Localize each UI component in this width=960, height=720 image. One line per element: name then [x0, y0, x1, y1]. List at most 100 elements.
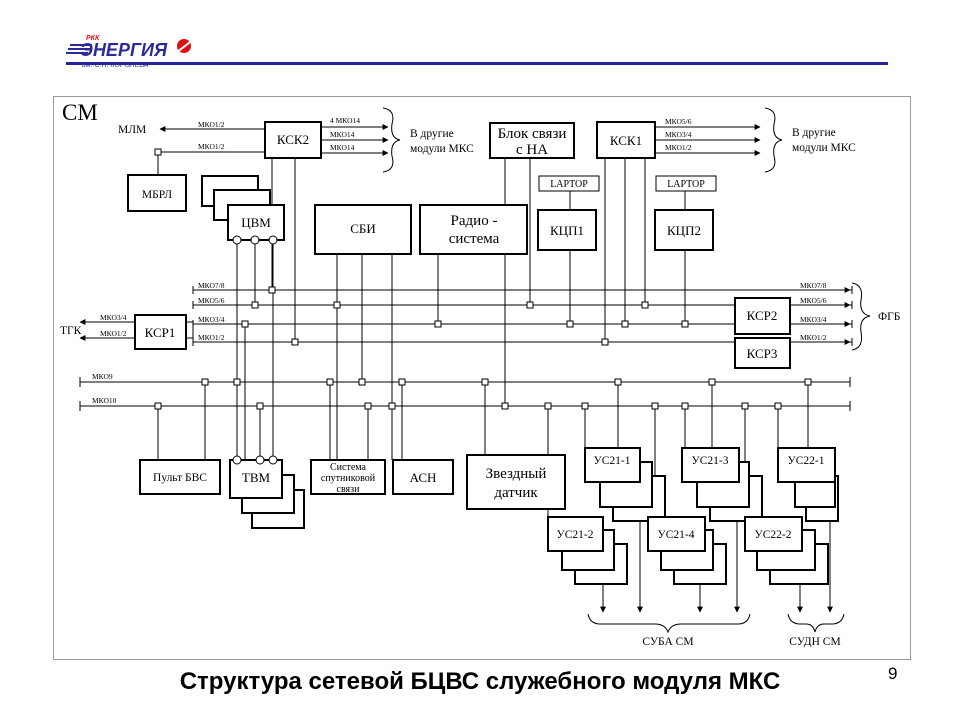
- label-mko34-left: МКО3/4: [198, 315, 225, 324]
- cvm-label: ЦВМ: [241, 215, 271, 230]
- port-circles: [232, 235, 278, 465]
- block-laptop1: [538, 175, 600, 192]
- radio-label-1: Радио -: [451, 213, 498, 229]
- logo-star-icon: [171, 35, 199, 57]
- block-tvm: [229, 459, 283, 499]
- label-fgb: ФГБ: [878, 311, 900, 323]
- block-asn: [392, 459, 454, 495]
- ksr3-label: КСР3: [747, 346, 778, 361]
- label-other-1b: модули МКС: [410, 143, 474, 155]
- block-us213: [681, 447, 740, 483]
- label-mko78-left: МКО7/8: [198, 281, 225, 290]
- laptop1-label: LAPTOP: [550, 179, 588, 190]
- label-tgk: ТГК: [60, 325, 82, 337]
- block-ksr3: [734, 337, 791, 369]
- label-mko12-left: МКО1/2: [198, 333, 225, 342]
- brace-fgb: [851, 282, 871, 351]
- zvezdny-label-2: датчик: [494, 485, 538, 501]
- label-mko34-top: МКО3/4: [665, 130, 692, 139]
- bus-taps: [154, 148, 812, 410]
- zvezdny-label-1: Звездный: [486, 466, 547, 482]
- sss-label-3: связи: [337, 484, 361, 495]
- label-mko12-right: МКО1/2: [800, 333, 827, 342]
- laptop2-label: LAPTOP: [667, 179, 705, 190]
- block-kcp1: [537, 209, 597, 251]
- us222-label: УС22-2: [755, 529, 792, 541]
- block-sss: [310, 459, 386, 495]
- label-mko56-top: МКО5/6: [665, 117, 692, 126]
- pult-label: Пульт БВС: [153, 472, 207, 484]
- ksk2-label: КСК2: [277, 132, 309, 147]
- tvm-label: ТВМ: [242, 470, 271, 485]
- module-label: СМ: [62, 100, 98, 125]
- label-4mko14: 4 МКО14: [330, 116, 360, 125]
- block-sbi: [314, 204, 412, 255]
- sss-label-1: Система: [330, 462, 367, 473]
- label-sudn: СУДН СМ: [789, 636, 840, 648]
- block-ksr1: [134, 314, 187, 350]
- block-radio: [419, 204, 528, 255]
- label-other-2a: В другие: [792, 127, 836, 139]
- logo-stripes: [66, 44, 92, 54]
- mbrl-label: МБРЛ: [142, 189, 172, 201]
- label-other-1a: В другие: [410, 128, 454, 140]
- brace-left-other: [382, 107, 401, 173]
- page-number: 9: [888, 664, 898, 683]
- us213-label: УС21-3: [692, 455, 729, 467]
- blok-label-2: с НА: [516, 142, 548, 158]
- kcp2-label: КЦП2: [667, 223, 701, 238]
- brace-suba: [587, 613, 751, 634]
- radio-label-2: система: [449, 231, 500, 247]
- block-us211: [584, 447, 641, 483]
- logo-small-text: РКК: [86, 35, 100, 42]
- block-us214: [647, 516, 706, 552]
- block-ksk1: [596, 121, 656, 159]
- diagram-frame: [53, 96, 911, 660]
- label-mko56-left: МКО5/6: [198, 296, 225, 305]
- label-mko10: МКО10: [92, 396, 117, 405]
- kcp1-label: КЦП1: [550, 223, 584, 238]
- block-kcp2: [654, 209, 714, 251]
- label-mko14-a: МКО14: [330, 130, 355, 139]
- brace-right-other: [764, 107, 783, 173]
- energia-logo: РКК ЭНЕРГИЯ им. С.П. КОРОЛЕВА: [66, 35, 199, 69]
- us211-label: УС21-1: [594, 455, 631, 467]
- block-ksr2: [734, 297, 791, 335]
- brace-sudn: [787, 613, 845, 633]
- block-pult: [139, 459, 221, 495]
- block-mbrl: [127, 174, 187, 212]
- label-mko12-top3: МКО1/2: [665, 143, 692, 152]
- block-ksk2: [264, 121, 322, 159]
- logo-main-text: ЭНЕРГИЯ: [80, 40, 168, 60]
- label-mlm: МЛМ: [118, 124, 146, 136]
- bus-end-ticks: [79, 377, 851, 411]
- us221-label: УС22-1: [788, 455, 825, 467]
- asn-label: АСН: [410, 470, 437, 485]
- block-us212: [547, 516, 604, 552]
- label-suba: СУБА СМ: [642, 636, 693, 648]
- label-mko34-tgk: МКО3/4: [100, 313, 127, 322]
- label-mko12-top1: МКО1/2: [198, 120, 225, 129]
- blok-label-1: Блок связи: [498, 126, 567, 142]
- block-laptop2: [655, 175, 717, 192]
- label-mko12-top2: МКО1/2: [198, 142, 225, 151]
- ksr1-label: КСР1: [145, 325, 176, 340]
- block-us221: [777, 447, 836, 483]
- label-mko12-tgk: МКО1/2: [100, 329, 127, 338]
- block-zvezdny: [466, 454, 566, 510]
- ksr2-label: КСР2: [747, 308, 778, 323]
- block-us222: [744, 516, 803, 552]
- header-rule: [66, 62, 888, 65]
- label-mko56-right: МКО5/6: [800, 296, 827, 305]
- logo-sub-text: им. С.П. КОРОЛЕВА: [82, 62, 149, 69]
- sbi-label: СБИ: [350, 221, 376, 236]
- us214-label: УС21-4: [658, 529, 695, 541]
- us212-label: УС21-2: [557, 529, 594, 541]
- slide-title: Структура сетевой БЦВС служебного модуля…: [179, 668, 781, 695]
- ksk1-label: КСК1: [610, 133, 642, 148]
- sss-label-2: спутниковой: [321, 473, 376, 484]
- label-other-2b: модули МКС: [792, 142, 856, 154]
- block-blok-svyazi: [489, 122, 575, 159]
- label-mko9: МКО9: [92, 372, 113, 381]
